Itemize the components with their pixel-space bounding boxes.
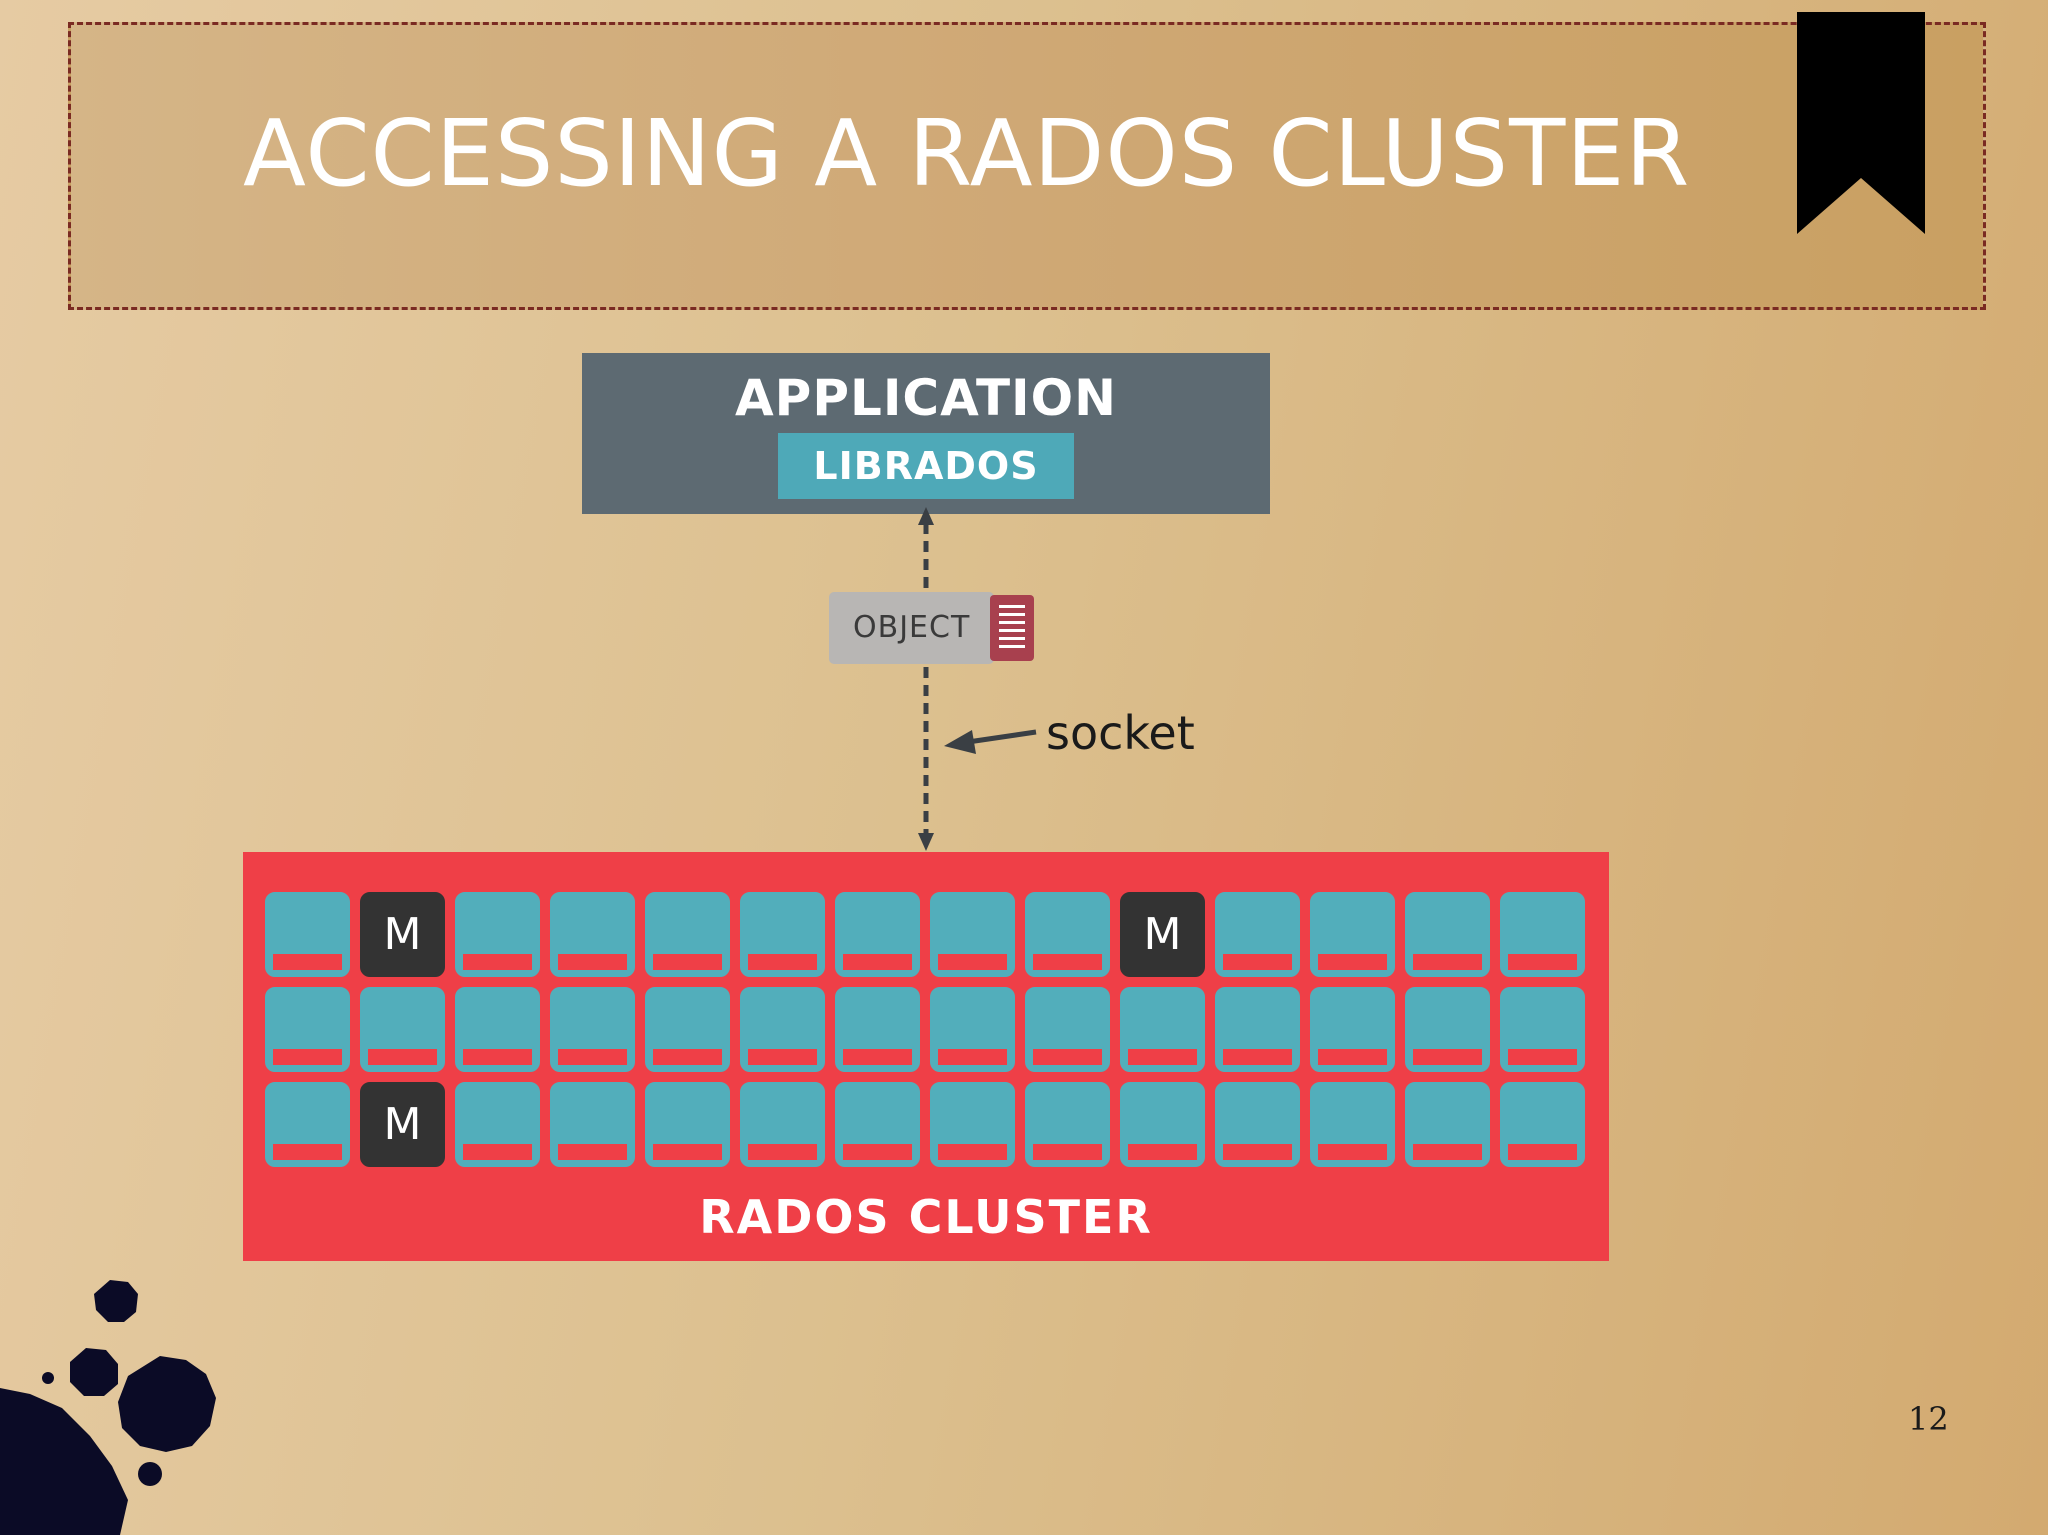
- disk-slot: [558, 954, 627, 970]
- osd-disk: [1310, 987, 1395, 1072]
- disk-slot: [558, 1144, 627, 1160]
- osd-disk: [1025, 987, 1110, 1072]
- osd-disk: [455, 987, 540, 1072]
- disk-slot: [1223, 1049, 1292, 1065]
- disk-slot: [843, 954, 912, 970]
- osd-disk: [930, 987, 1015, 1072]
- osd-disk: [930, 892, 1015, 977]
- disk-slot: [273, 1049, 342, 1065]
- disk-slot: [463, 1049, 532, 1065]
- disk-slot: [843, 1049, 912, 1065]
- disk-slot: [1033, 954, 1102, 970]
- osd-disk: [1215, 987, 1300, 1072]
- disk-slot: [1128, 1049, 1197, 1065]
- osd-disk: [1025, 892, 1110, 977]
- disk-slot: [843, 1144, 912, 1160]
- disk-slot: [748, 954, 817, 970]
- disk-slot: [1223, 954, 1292, 970]
- disk-slot: [1413, 1049, 1482, 1065]
- osd-disk: [740, 987, 825, 1072]
- disk-slot: [368, 1049, 437, 1065]
- cluster-label: RADOS CLUSTER: [699, 1190, 1153, 1244]
- disk-slot: [1508, 1144, 1577, 1160]
- osd-disk: [740, 892, 825, 977]
- disk-slot: [748, 1049, 817, 1065]
- disk-slot: [273, 954, 342, 970]
- disk-slot: [1033, 1144, 1102, 1160]
- osd-disk: [930, 1082, 1015, 1167]
- osd-disk: [455, 892, 540, 977]
- page-number: 12: [1908, 1400, 1949, 1438]
- osd-disk: [1500, 1082, 1585, 1167]
- socket-arrow-icon: [944, 729, 1037, 754]
- object-chip: OBJECT: [829, 592, 994, 664]
- monitor-node: M: [1120, 892, 1205, 977]
- osd-disk: [360, 987, 445, 1072]
- osd-disk: [1405, 987, 1490, 1072]
- bookmark-icon: [1797, 12, 1925, 234]
- disk-slot: [938, 1049, 1007, 1065]
- osd-disk: [835, 1082, 920, 1167]
- socket-label: socket: [1046, 706, 1195, 760]
- disk-slot: [1318, 1144, 1387, 1160]
- rados-cluster: M M M RADOS CLUSTER: [243, 852, 1609, 1261]
- disk-slot: [1413, 954, 1482, 970]
- osd-disk: [455, 1082, 540, 1167]
- disk-slot: [653, 954, 722, 970]
- disk-slot: [1318, 1049, 1387, 1065]
- slide-title: ACCESSING A RADOS CLUSTER: [243, 100, 1691, 207]
- monitor-node: M: [360, 892, 445, 977]
- osd-disk: [1310, 1082, 1395, 1167]
- disk-slot: [273, 1144, 342, 1160]
- disk-slot: [558, 1049, 627, 1065]
- application-label: APPLICATION: [734, 369, 1118, 427]
- osd-disk: [550, 892, 635, 977]
- osd-disk: [645, 1082, 730, 1167]
- osd-disk: [645, 892, 730, 977]
- osd-disk: [1405, 892, 1490, 977]
- librados-box: LIBRADOS: [778, 433, 1074, 499]
- document-icon: [990, 595, 1034, 661]
- disk-grid: M M M: [265, 892, 1585, 1167]
- disk-slot: [938, 954, 1007, 970]
- disk-slot: [1223, 1144, 1292, 1160]
- osd-disk: [1120, 1082, 1205, 1167]
- disk-slot: [1508, 1049, 1577, 1065]
- disk-slot: [748, 1144, 817, 1160]
- disk-slot: [463, 1144, 532, 1160]
- osd-disk: [1500, 892, 1585, 977]
- osd-disk: [265, 892, 350, 977]
- title-frame: [68, 22, 1986, 310]
- disk-slot: [1128, 1144, 1197, 1160]
- ink-splatter-decoration: [0, 1280, 216, 1535]
- disk-slot: [653, 1049, 722, 1065]
- osd-disk: [645, 987, 730, 1072]
- osd-disk: [1405, 1082, 1490, 1167]
- osd-disk: [265, 987, 350, 1072]
- disk-slot: [1413, 1144, 1482, 1160]
- osd-disk: [265, 1082, 350, 1167]
- osd-disk: [550, 1082, 635, 1167]
- disk-slot: [1033, 1049, 1102, 1065]
- monitor-node: M: [360, 1082, 445, 1167]
- osd-disk: [1120, 987, 1205, 1072]
- disk-slot: [1508, 954, 1577, 970]
- socket-connection-line: [918, 507, 934, 851]
- osd-disk: [550, 987, 635, 1072]
- osd-disk: [740, 1082, 825, 1167]
- osd-disk: [1215, 1082, 1300, 1167]
- disk-slot: [463, 954, 532, 970]
- disk-slot: [938, 1144, 1007, 1160]
- osd-disk: [1310, 892, 1395, 977]
- osd-disk: [1500, 987, 1585, 1072]
- osd-disk: [835, 892, 920, 977]
- disk-slot: [1318, 954, 1387, 970]
- application-box: APPLICATION LIBRADOS: [582, 353, 1270, 514]
- osd-disk: [835, 987, 920, 1072]
- osd-disk: [1025, 1082, 1110, 1167]
- disk-slot: [653, 1144, 722, 1160]
- osd-disk: [1215, 892, 1300, 977]
